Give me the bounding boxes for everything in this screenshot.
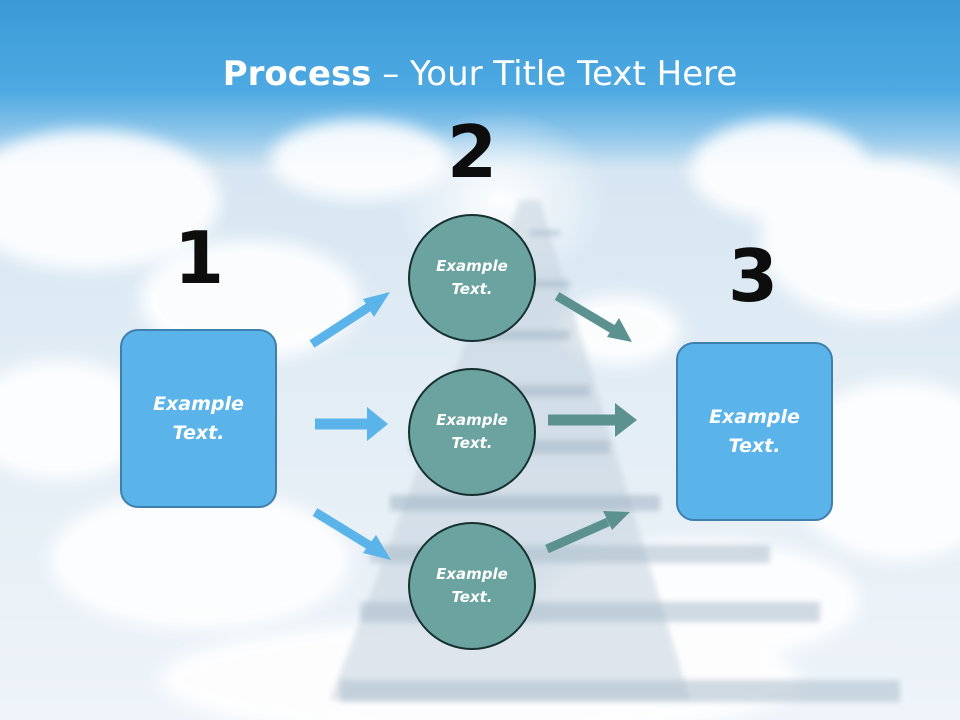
step-number-3: 3 [727, 234, 779, 318]
slide-title: Process – Your Title Text Here [0, 52, 960, 96]
title-rest: – Your Title Text Here [371, 54, 738, 94]
circle-2-text: Example Text. [436, 411, 508, 452]
arrow-to-circle-2 [315, 407, 388, 441]
step-3-text: Example Text. [709, 405, 800, 457]
step-number-2: 2 [446, 110, 498, 194]
step-2-circle-2: Example Text. [408, 368, 536, 496]
title-strong: Process [222, 54, 372, 94]
arrow-from-circle-3 [545, 511, 630, 554]
step-2-circle-3: Example Text. [408, 522, 536, 650]
circle-1-text: Example Text. [436, 257, 508, 298]
step-number-1: 1 [173, 216, 225, 300]
arrow-from-circle-1 [554, 292, 632, 342]
arrow-to-circle-3 [312, 508, 391, 560]
arrow-to-circle-1 [309, 292, 390, 348]
circle-3-text: Example Text. [436, 565, 508, 606]
step-3-box: Example Text. [676, 342, 833, 521]
step-1-box: Example Text. [120, 329, 277, 508]
step-2-circle-1: Example Text. [408, 214, 536, 342]
arrow-from-circle-2 [548, 403, 637, 437]
step-1-text: Example Text. [153, 392, 244, 444]
